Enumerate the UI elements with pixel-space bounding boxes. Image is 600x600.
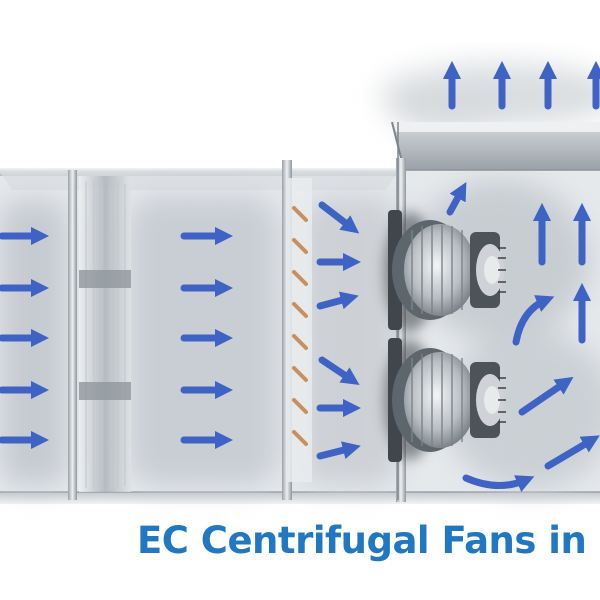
- arrow-right-icon: [544, 435, 600, 470]
- centrifugal-fan-icon: [388, 210, 506, 330]
- arrow-right-icon: [316, 291, 359, 310]
- arrow-right-icon: [518, 376, 574, 416]
- arrow-right-icon: [318, 356, 360, 386]
- arrow-right-icon: [318, 201, 360, 234]
- exhaust-hood: [391, 121, 600, 171]
- curved-arrow-icon: [512, 295, 555, 346]
- arrow-right-icon: [316, 441, 361, 460]
- curved-arrow-icon: [462, 474, 535, 492]
- damper: [288, 178, 312, 482]
- airflow-arrows: [0, 60, 600, 492]
- caption-title: EC Centrifugal Fans in: [137, 519, 587, 562]
- arrow-up-icon: [446, 182, 467, 216]
- exhaust-haze: [380, 63, 600, 132]
- centrifugal-fan-icon: [388, 338, 506, 462]
- filter-bank: [79, 176, 131, 492]
